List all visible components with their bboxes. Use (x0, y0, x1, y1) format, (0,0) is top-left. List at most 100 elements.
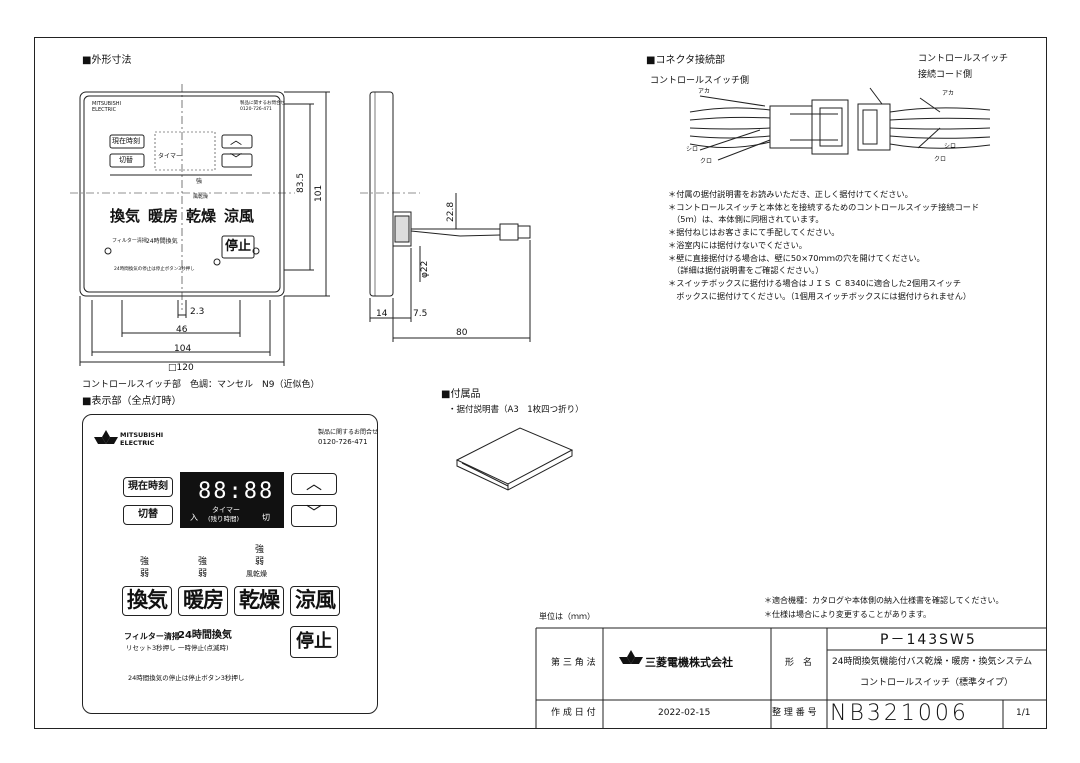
chevron-down-icon: ﹀ (305, 503, 322, 522)
level-weak-dry: 弱 (255, 557, 265, 567)
vent-mode-button[interactable]: 換気 (122, 586, 172, 616)
notes-list: ＊付属の据付説明書をお読みいただき、正しく据付けてください。 ＊コントロールスイ… (668, 188, 979, 302)
level-strong-dry: 強 (255, 545, 265, 555)
mini-footnote: 24時間換気の停止は停止ボタン3秒押し (114, 267, 195, 272)
mini-down-icon: ﹀ (230, 152, 243, 166)
cool-mode-button[interactable]: 涼風 (290, 586, 340, 616)
mini-strong: 強 (196, 178, 203, 185)
mini-clock-label: 現在時刻 (112, 137, 140, 145)
connector-cord-side-2: 接続コード側 (918, 70, 973, 80)
wire-black-right: クロ (934, 156, 947, 163)
connector-cord-side-1: コントロールスイッチ (918, 54, 1009, 64)
display-panel (82, 414, 378, 714)
dim-101: 101 (314, 184, 324, 202)
dim-2-3: 2.3 (190, 307, 205, 317)
mini-mode-vent: 換気 (110, 207, 141, 225)
connector-switch-side: コントロールスイッチ側 (650, 76, 750, 86)
section-display-title: ■表示部（全点灯時） (82, 396, 182, 407)
note-line: （詳細は据付説明書をご確認ください。） (668, 265, 824, 276)
note-line: （5ｍ）は、本体側に同梱されています。 (668, 214, 824, 225)
mini-contact: 製品に関するお問合せ (240, 101, 285, 106)
dim-83-5: 83.5 (296, 172, 306, 193)
wire-red-right: アカ (942, 90, 955, 97)
dry-mode-button[interactable]: 乾燥 (234, 586, 284, 616)
accessory-item: ・据付説明書（A3 1枚四つ折り） (448, 405, 584, 415)
switch-button[interactable]: 切替 (123, 505, 173, 525)
dim-120: □120 (168, 363, 194, 373)
mini-brand-2: ELECTRIC (92, 107, 117, 113)
brand-name-2: ELECTRIC (120, 439, 155, 447)
heat-mode-button[interactable]: 暖房 (178, 586, 228, 616)
level-strong-heat: 強 (198, 557, 208, 567)
note-line: ボックスに据付けてください。（1個用スイッチボックスには据付けられません） (668, 290, 972, 301)
mini-up-icon: ︿ (230, 133, 243, 147)
level-strong-vent: 強 (140, 557, 150, 567)
mini-vent24: 24時間換気 (146, 238, 178, 245)
mini-mode-cool: 涼風 (224, 207, 255, 225)
wire-black-left: クロ (700, 158, 713, 165)
outline-caption: コントロールスイッチ部 色調：マンセル N9（近似色） (82, 380, 320, 390)
drawing-frame (34, 37, 1047, 729)
panel-footnote: 24時間換気の停止は停止ボタン3秒押し (128, 674, 245, 682)
dim-80: 80 (456, 328, 468, 338)
date-value: 2022-02-15 (658, 708, 711, 718)
wire-white-left: シロ (686, 146, 699, 153)
mini-mode-heat: 暖房 (148, 207, 179, 225)
stop-button[interactable]: 停止 (290, 626, 338, 658)
dim-22-8: 22.8 (446, 201, 456, 222)
level-weak-heat: 弱 (198, 569, 208, 579)
mini-stop: 停止 (225, 239, 252, 254)
lcd-time: 88:88 (198, 479, 275, 504)
vent24-button[interactable]: 24時間換気 (178, 630, 232, 641)
lcd-timer-on: 入 (190, 513, 198, 522)
brand-name-1: MITSUBISHI (120, 431, 164, 439)
ref-label: 整 理 番 号 (772, 708, 817, 718)
chevron-up-icon: ︿ (305, 474, 322, 493)
clock-button[interactable]: 現在時刻 (123, 477, 173, 497)
down-button[interactable]: ﹀ (291, 505, 337, 527)
mini-timer-label: タイマー (158, 153, 183, 160)
page-number: 1/1 (1016, 708, 1031, 718)
dim-46: 46 (176, 325, 188, 335)
model-label: 形 名 (785, 658, 813, 668)
note-line: ＊コントロールスイッチと本体とを接続するためのコントロールスイッチ接続コード (668, 201, 980, 212)
mini-mode-dry: 乾燥 (186, 207, 217, 225)
mini-filter: フィルター清掃 (112, 238, 147, 244)
note-line: ＊据付ねじはお客さまにて手配してください。 (668, 227, 840, 238)
projection-label: 第 三 角 法 (551, 658, 596, 668)
mini-wind: 風乾燥 (193, 194, 209, 200)
model-number: P－143SW5 (880, 632, 977, 648)
model-desc-2: コントロールスイッチ（標準タイプ） (860, 678, 1014, 688)
date-label: 作 成 日 付 (551, 708, 596, 718)
note-line: ＊スイッチボックスに据付ける場合はＪＩＳ Ｃ 8340に適合した2個用スイッチ (668, 277, 962, 288)
section-outline-title: ■外形寸法 (82, 55, 132, 66)
connector-drawing (689, 87, 991, 161)
mini-brand: MITSUBISHI (92, 101, 121, 107)
note-line: ＊壁に直接据付ける場合は、壁に50×70ｍｍの穴を開けてください。 (668, 252, 925, 263)
note-line: ＊浴室内には据付けないでください。 (668, 239, 807, 250)
filter-sub: リセット3秒押し (126, 644, 176, 652)
level-wind-dry: 風乾燥 (246, 570, 267, 578)
note-line: ＊付属の据付説明書をお読みいただき、正しく据付けてください。 (668, 189, 913, 199)
lcd-display (180, 472, 284, 528)
section-connector-title: ■コネクタ接続部 (646, 55, 726, 66)
filter-button[interactable]: フィルター清掃 (124, 632, 180, 641)
section-accessory-title: ■付属品 (441, 389, 481, 400)
company-name: 三菱電機株式会社 (645, 656, 733, 669)
dim-7-5: 7.5 (413, 309, 428, 319)
vent24-sub: 一時停止(点滅時) (178, 644, 229, 652)
ref-number: NB321006 (830, 701, 969, 726)
lcd-timer-label: タイマー (212, 506, 240, 514)
dim-104: 104 (174, 344, 192, 354)
lcd-timer-off: 切 (262, 513, 270, 522)
wire-white-right: シロ (944, 143, 957, 150)
dim-14: 14 (376, 309, 388, 319)
dim-22: φ22 (420, 260, 430, 278)
mini-contact-2: 0120-726-471 (240, 107, 272, 112)
up-button[interactable]: ︿ (291, 473, 337, 495)
footer-note-1: ＊適合機種：カタログや本体側の納入仕様書を確認してください。 (764, 596, 1004, 605)
contact-phone: 0120-726-471 (318, 438, 368, 446)
unit-label: 単位は（ｍｍ） (539, 612, 595, 621)
level-weak-vent: 弱 (140, 569, 150, 579)
